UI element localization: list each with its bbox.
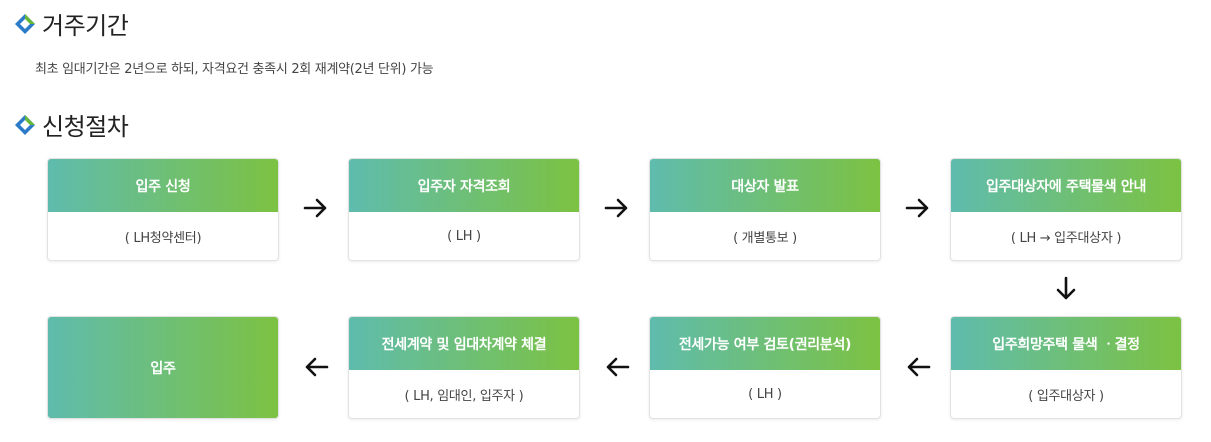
step-title: 대상자 발표 <box>650 159 880 212</box>
arrow-right-icon <box>303 195 329 221</box>
arrow-down-icon <box>1053 276 1079 302</box>
arrow-right-icon <box>604 195 630 221</box>
section-title-residence: 거주기간 <box>42 12 129 40</box>
step-subtitle: ( LH ) <box>447 228 481 244</box>
step-card-7: 전세계약 및 임대차계약 체결 ( LH, 임대인, 입주자 ) <box>348 316 580 419</box>
arrow-right-icon <box>905 195 931 221</box>
step-card-4: 입주대상자에 주택물색 안내 ( LH → 입주대상자 ) <box>950 158 1182 261</box>
arrow-left-icon <box>604 354 630 380</box>
step-title: 전세가능 여부 검토(권리분석) <box>650 317 880 370</box>
arrow-left-icon <box>303 354 329 380</box>
step-title: 입주 <box>48 317 278 418</box>
section-heading-residence: 거주기간 <box>14 6 129 41</box>
diamond-logo-icon <box>15 13 35 34</box>
section-title-procedure: 신청절차 <box>42 113 129 141</box>
step-card-1: 입주 신청 ( LH청약센터) <box>47 158 279 261</box>
step-title: 전세계약 및 임대차계약 체결 <box>349 317 579 370</box>
section-heading-procedure: 신청절차 <box>14 107 129 142</box>
step-title: 입주자 자격조회 <box>349 159 579 212</box>
step-subtitle: ( 입주대상자 ) <box>1028 388 1104 404</box>
step-title: 입주 신청 <box>48 159 278 212</box>
step-card-5: 입주희망주택 물색 ㆍ결정 ( 입주대상자 ) <box>950 316 1182 419</box>
residence-description: 최초 임대기간은 2년으로 하되, 자격요건 충족시 2회 재계약(2년 단위)… <box>35 62 434 77</box>
step-subtitle: ( 개별통보 ) <box>733 230 797 246</box>
step-subtitle: ( LH청약센터) <box>124 230 202 246</box>
step-card-8: 입주 <box>47 316 279 419</box>
step-title: 입주대상자에 주택물색 안내 <box>951 159 1181 212</box>
step-card-2: 입주자 자격조회 ( LH ) <box>348 158 580 261</box>
step-subtitle: ( LH, 임대인, 입주자 ) <box>404 388 524 404</box>
arrow-left-icon <box>905 354 931 380</box>
step-subtitle: ( LH ) <box>748 386 782 402</box>
diamond-logo-icon <box>15 114 35 135</box>
step-subtitle: ( LH → 입주대상자 ) <box>1010 230 1122 246</box>
step-card-3: 대상자 발표 ( 개별통보 ) <box>649 158 881 261</box>
step-title: 입주희망주택 물색 ㆍ결정 <box>951 317 1181 370</box>
step-card-6: 전세가능 여부 검토(권리분석) ( LH ) <box>649 316 881 419</box>
